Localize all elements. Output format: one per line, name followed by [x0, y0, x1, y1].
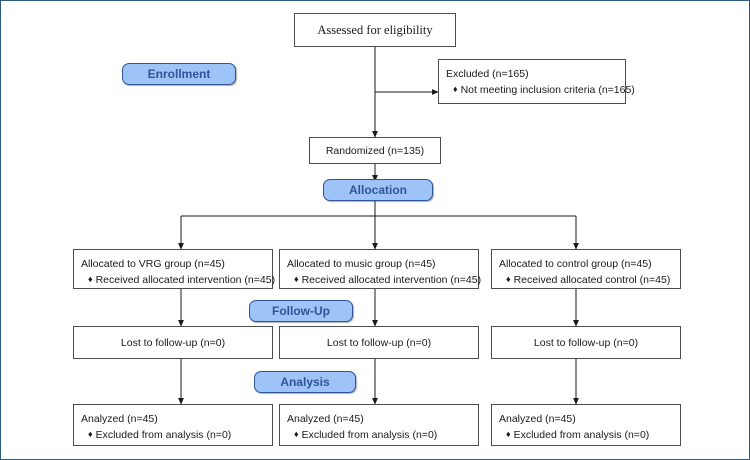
- bullet-diamond-icon: ♦: [88, 429, 93, 439]
- node-excluded-bullet-0: ♦Not meeting inclusion criteria (n=165): [446, 82, 635, 97]
- node-analyzed-music-bullet-0: ♦Excluded from analysis (n=0): [287, 427, 472, 442]
- node-analyzed-music-bullet-0-text: Excluded from analysis (n=0): [301, 429, 438, 441]
- node-analyzed-control: Analyzed (n=45) ♦Excluded from analysis …: [491, 404, 681, 446]
- node-analyzed-vrg: Analyzed (n=45) ♦Excluded from analysis …: [73, 404, 273, 446]
- stage-label-analysis: Analysis: [280, 375, 330, 389]
- stage-badge-enrollment: Enrollment: [122, 63, 236, 85]
- bullet-diamond-icon: ♦: [453, 84, 458, 94]
- stage-badge-analysis: Analysis: [254, 371, 356, 393]
- node-randomized: Randomized (n=135): [309, 137, 441, 164]
- stage-badge-followup: Follow-Up: [249, 300, 353, 322]
- node-allocated-vrg-line1: Allocated to VRG group (n=45): [81, 258, 225, 270]
- node-analyzed-vrg-bullet-0: ♦Excluded from analysis (n=0): [81, 427, 266, 442]
- node-allocated-music-line1: Allocated to music group (n=45): [287, 258, 436, 270]
- node-analyzed-control-bullet-0-text: Excluded from analysis (n=0): [513, 429, 650, 441]
- node-excluded-line1: Excluded (n=165): [446, 68, 529, 80]
- stage-label-allocation: Allocation: [348, 183, 407, 197]
- node-allocated-music-bullet-0-text: Received allocated intervention (n=45): [301, 274, 482, 286]
- node-allocated-vrg-bullet-0-text: Received allocated intervention (n=45): [95, 274, 276, 286]
- node-analyzed-control-bullet-0: ♦Excluded from analysis (n=0): [499, 427, 674, 442]
- node-allocated-music-bullet-0: ♦Received allocated intervention (n=45): [287, 272, 481, 287]
- node-assessed-label: Assessed for eligibility: [317, 23, 433, 37]
- stage-label-enrollment: Enrollment: [147, 67, 211, 81]
- node-analyzed-vrg-line1: Analyzed (n=45): [81, 413, 158, 425]
- bullet-diamond-icon: ♦: [88, 274, 93, 284]
- bullet-diamond-icon: ♦: [294, 429, 299, 439]
- bullet-diamond-icon: ♦: [506, 429, 511, 439]
- node-assessed-for-eligibility: Assessed for eligibility: [294, 13, 456, 47]
- stage-label-followup: Follow-Up: [272, 304, 330, 318]
- node-allocated-vrg-bullet-0: ♦Received allocated intervention (n=45): [81, 272, 275, 287]
- node-analyzed-control-line1: Analyzed (n=45): [499, 413, 576, 425]
- node-allocated-control-line1: Allocated to control group (n=45): [499, 258, 652, 270]
- node-excluded: Excluded (n=165) ♦Not meeting inclusion …: [438, 59, 635, 104]
- bullet-diamond-icon: ♦: [506, 274, 511, 284]
- node-analyzed-music: Analyzed (n=45) ♦Excluded from analysis …: [279, 404, 479, 446]
- stage-badge-allocation: Allocation: [323, 179, 433, 201]
- node-followup-music-label: Lost to follow-up (n=0): [326, 336, 432, 349]
- node-followup-control-label: Lost to follow-up (n=0): [533, 336, 639, 349]
- node-allocated-music: Allocated to music group (n=45) ♦Receive…: [279, 249, 481, 289]
- node-analyzed-music-line1: Analyzed (n=45): [287, 413, 364, 425]
- node-randomized-label: Randomized (n=135): [325, 144, 425, 157]
- node-excluded-bullet-0-text: Not meeting inclusion criteria (n=165): [460, 84, 635, 96]
- bullet-diamond-icon: ♦: [294, 274, 299, 284]
- node-allocated-control-bullet-0-text: Received allocated control (n=45): [513, 274, 671, 286]
- node-allocated-control-bullet-0: ♦Received allocated control (n=45): [499, 272, 674, 287]
- node-followup-vrg-label: Lost to follow-up (n=0): [120, 336, 226, 349]
- node-followup-control: Lost to follow-up (n=0): [491, 326, 681, 359]
- node-allocated-vrg: Allocated to VRG group (n=45) ♦Received …: [73, 249, 275, 289]
- node-followup-music: Lost to follow-up (n=0): [279, 326, 479, 359]
- node-analyzed-vrg-bullet-0-text: Excluded from analysis (n=0): [95, 429, 232, 441]
- node-followup-vrg: Lost to follow-up (n=0): [73, 326, 273, 359]
- node-allocated-control: Allocated to control group (n=45) ♦Recei…: [491, 249, 681, 289]
